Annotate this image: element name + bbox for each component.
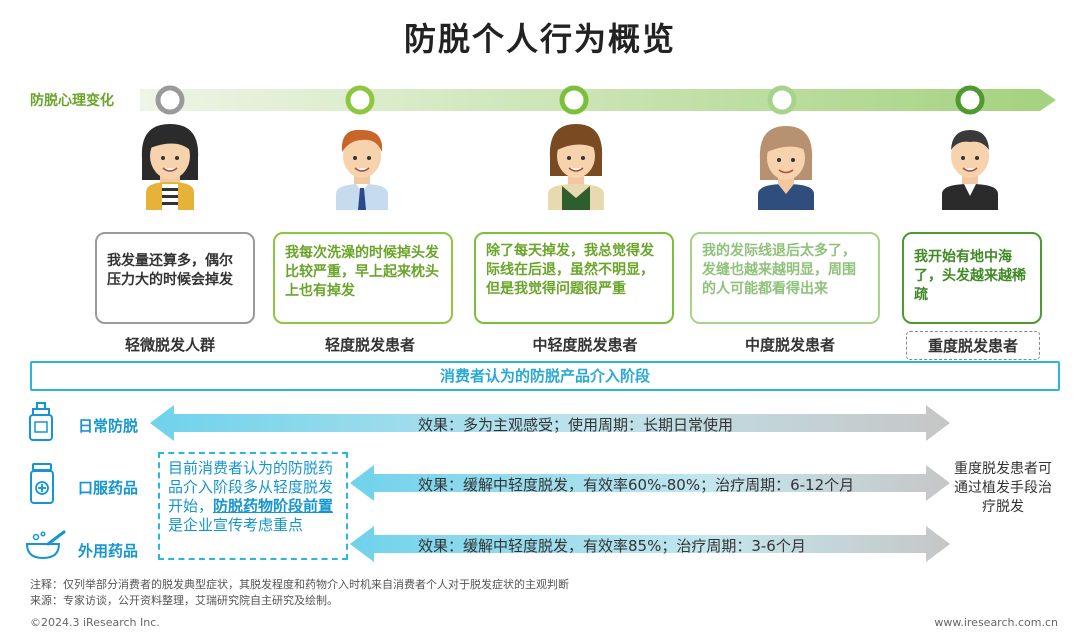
oral-effect-text: 效果：缓解中轻度脱发，有效率60%-80%；治疗周期：6-12个月	[418, 476, 855, 494]
daily-effect-text: 效果：多为主观感受；使用周期：长期日常使用	[418, 416, 734, 434]
site-url: www.iresearch.com.cn	[934, 616, 1058, 629]
pill-bottle-icon	[30, 463, 54, 504]
intervention-note-box: 目前消费者认为的防脱药品介入阶段多从轻度脱发开始，防脱药物阶段前置是企业宣传考虑…	[158, 452, 348, 560]
speech-bubble-1: 我发量还算多，偶尔压力大的时候会掉发	[95, 232, 255, 324]
topical-effect-text: 效果：缓解中轻度脱发，有效率85%；治疗周期：3-6个月	[418, 537, 806, 555]
page-title: 防脱个人行为概览	[403, 20, 676, 58]
note-text-emphasis: 防脱药物阶段前置	[213, 497, 334, 515]
track-node-5	[955, 85, 985, 115]
speech-bubble-5: 我开始有地中海了，头发越来越稀疏	[902, 232, 1042, 324]
track-label: 防脱心理变化	[30, 93, 114, 109]
row-label-oral: 口服药品	[78, 479, 139, 497]
stage-label-1: 轻微脱发人群	[124, 336, 215, 354]
track-node-1	[155, 85, 185, 115]
bubble-text-4: 我的发际线退后太多了，发缝也越来越明显，周围的人可能都看得出来	[702, 243, 856, 297]
speech-bubble-4: 我的发际线退后太多了，发缝也越来越明显，周围的人可能都看得出来	[690, 232, 880, 324]
copyright: ©2024.3 iResearch Inc.	[30, 616, 160, 629]
woman-light-hair-avatar	[758, 126, 814, 210]
bubble-text-2: 我每次洗澡的时候掉头发比较严重，早上起来枕头上也有掉发	[285, 245, 439, 299]
topical-effect-arrow	[350, 526, 950, 562]
mortar-icon	[25, 530, 66, 560]
daily-effect-arrow	[150, 405, 950, 441]
row-label-daily: 日常防脱	[78, 417, 139, 435]
footnote-remark: 注释：仅列举部分消费者的脱发典型症状，其脱发程度和药物介入时机来自消费者个人对于…	[30, 578, 569, 591]
bubble-text-1: 我发量还算多，偶尔压力大的时候会掉发	[107, 253, 233, 288]
hair-transplant-note: 重度脱发患者可通过植发手段治疗脱发	[954, 461, 1052, 515]
woman-dark-hair-avatar	[141, 124, 199, 210]
stage-label-4: 中度脱发患者	[744, 336, 835, 354]
track-node-4	[767, 85, 797, 115]
stage-label-3: 中轻度脱发患者	[532, 336, 638, 354]
oral-effect-arrow	[350, 465, 950, 501]
man-suit-avatar	[942, 130, 998, 210]
bubble-text-3: 除了每天掉发，我总觉得发际线在后退，虽然不明显，但是我觉得问题很严重	[486, 243, 654, 297]
speech-bubble-2: 我每次洗澡的时候掉头发比较严重，早上起来枕头上也有掉发	[273, 232, 453, 324]
man-ginger-hair-avatar	[336, 129, 388, 210]
track-node-2	[345, 85, 375, 115]
bubble-text-5: 我开始有地中海了，头发越来越稀疏	[914, 249, 1026, 303]
track-node-3	[559, 85, 589, 115]
footnote-source: 来源：专家访谈，公开资料整理，艾瑞研究院自主研究及绘制。	[30, 594, 338, 607]
bottle-icon	[29, 402, 53, 441]
speech-bubble-3: 除了每天掉发，我总觉得发际线在后退，虽然不明显，但是我觉得问题很严重	[474, 232, 674, 324]
note-text-pre: 目前消费者认为的防脱药品介入阶段多从轻度脱发开始，	[168, 459, 334, 515]
stage-label-5: 重度脱发患者	[906, 331, 1040, 360]
stage-label-2: 轻度脱发患者	[324, 336, 415, 354]
progress-track	[140, 85, 1056, 115]
woman-brown-hair-avatar	[548, 124, 604, 210]
note-text-post: 是企业宣传考虑重点	[168, 516, 304, 534]
intervention-stage-banner: 消费者认为的防脱产品介入阶段	[30, 361, 1060, 391]
row-label-topical: 外用药品	[78, 542, 139, 560]
